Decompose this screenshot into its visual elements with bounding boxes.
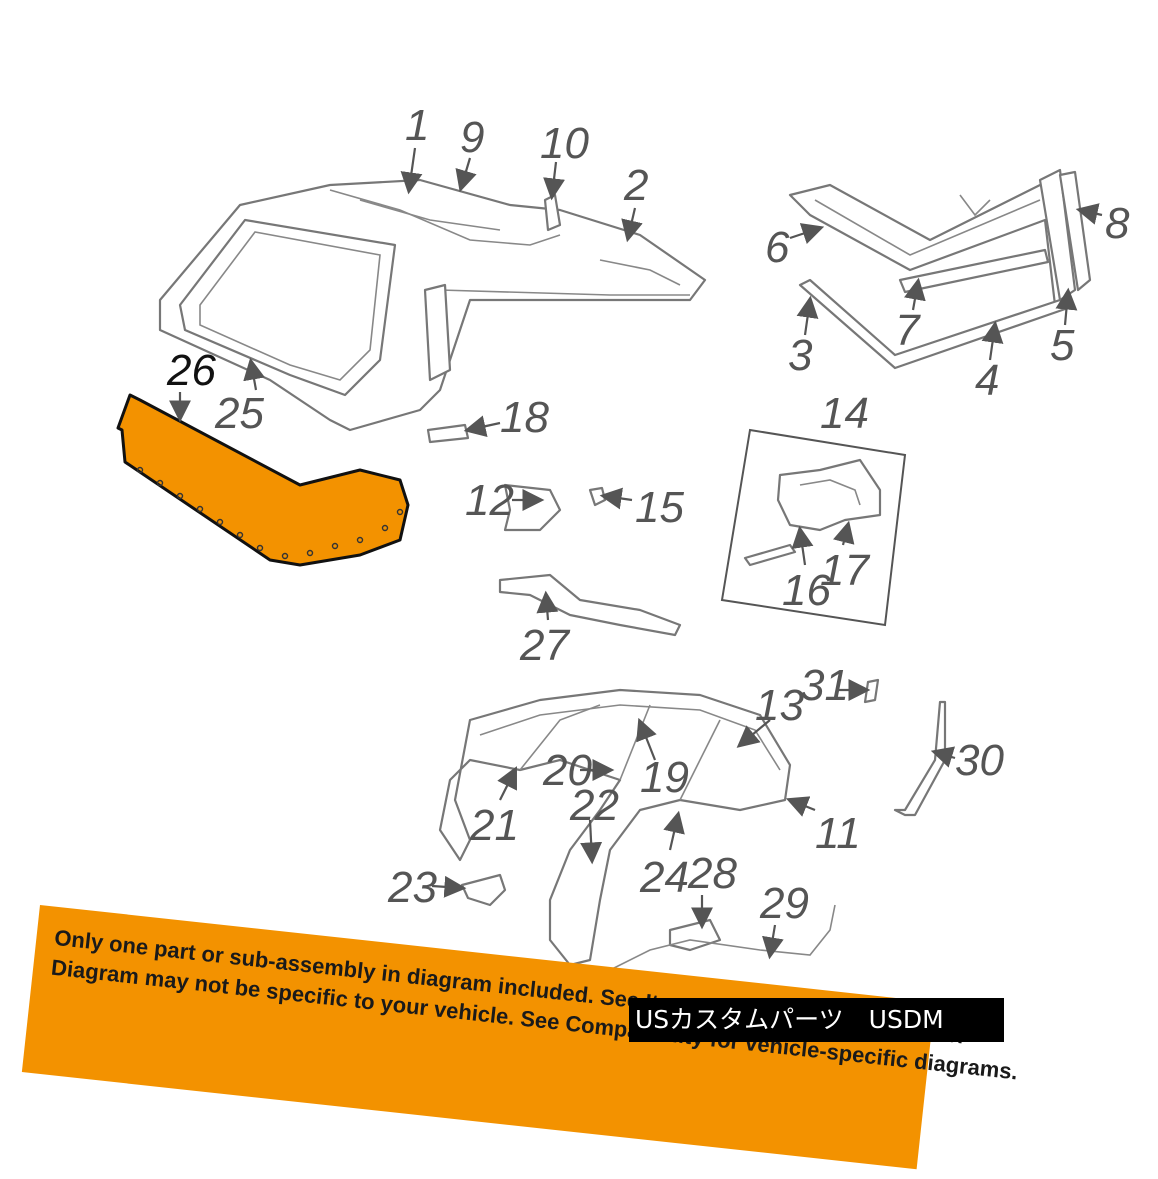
callout-23: 23 xyxy=(387,863,437,912)
callout-7: 7 xyxy=(895,306,921,355)
callout-8: 8 xyxy=(1105,199,1130,248)
callout-27: 27 xyxy=(519,621,570,670)
callout-24: 24 xyxy=(639,853,689,902)
callout-6: 6 xyxy=(765,223,790,272)
latch-assembly-box xyxy=(720,428,907,627)
callout-10: 10 xyxy=(540,119,589,168)
soft-top-assembly xyxy=(158,178,707,432)
rear-trim-assembly xyxy=(788,168,1092,370)
callout-4: 4 xyxy=(975,356,999,405)
watermark-label: USカスタムパーツ USDM xyxy=(629,998,1004,1042)
callout-21: 21 xyxy=(469,801,519,850)
callout-30: 30 xyxy=(955,736,1004,785)
callout-1: 1 xyxy=(405,101,429,150)
callout-17: 17 xyxy=(820,546,870,595)
callout-15: 15 xyxy=(635,483,684,532)
callout-5: 5 xyxy=(1050,321,1075,370)
callout-28: 28 xyxy=(687,849,737,898)
callout-3: 3 xyxy=(788,331,813,380)
callout-31: 31 xyxy=(800,661,849,710)
callout-9: 9 xyxy=(460,113,484,162)
callout-22: 22 xyxy=(569,781,619,830)
callout-26: 26 xyxy=(166,346,216,395)
part-26-highlighted xyxy=(116,393,410,567)
callout-arrows xyxy=(169,147,1103,960)
callout-13: 13 xyxy=(755,681,804,730)
callout-labels: 1 9 10 2 25 26 6 3 4 5 7 8 18 14 12 15 1… xyxy=(166,101,1130,928)
callout-29: 29 xyxy=(759,879,809,928)
callout-19: 19 xyxy=(640,753,689,802)
callout-25: 25 xyxy=(214,389,264,438)
callout-16: 16 xyxy=(782,566,831,615)
callout-12: 12 xyxy=(465,476,514,525)
callout-11: 11 xyxy=(815,809,861,858)
callout-14: 14 xyxy=(820,389,869,438)
callout-20: 20 xyxy=(542,746,592,795)
callout-18: 18 xyxy=(500,393,549,442)
callout-2: 2 xyxy=(623,161,648,210)
small-parts xyxy=(426,423,947,907)
